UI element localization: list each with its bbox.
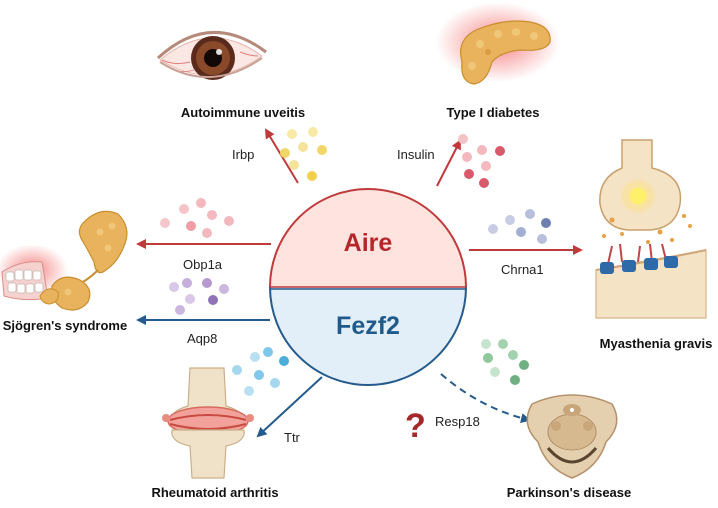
arrow-insulin — [436, 139, 461, 187]
antigen-label-chrna1: Chrna1 — [501, 262, 544, 277]
disease-label-parkinson: Parkinson's disease — [507, 485, 632, 500]
antigen-dots-irbp — [280, 127, 327, 181]
antigen-dots-insulin — [458, 134, 505, 188]
question-mark: ? — [405, 407, 426, 445]
antigen-label-insulin: Insulin — [397, 147, 435, 162]
center-circle: Aire Fezf2 — [269, 188, 467, 386]
arrow-resp18-dashed — [440, 373, 531, 423]
disease-label-myasthenia: Myasthenia gravis — [600, 336, 713, 351]
synapse-icon — [595, 139, 707, 319]
antigen-dots-chrna1 — [488, 209, 551, 244]
arrow-ttr — [256, 376, 323, 438]
arrows — [136, 128, 583, 438]
brainstem-icon — [526, 394, 618, 479]
antigen-label-irbp: Irbp — [232, 147, 254, 162]
gene-label-aire: Aire — [344, 229, 393, 257]
fezf2-half — [270, 287, 466, 385]
aire-half — [270, 189, 466, 287]
antigen-label-aqp8: Aqp8 — [187, 331, 217, 346]
disease-label-sjogren: Sjögren's syndrome — [3, 318, 127, 333]
antigen-label-obp1a: Obp1a — [183, 257, 223, 272]
disease-label-arthritis: Rheumatoid arthritis — [151, 485, 278, 500]
antigen-label-resp18: Resp18 — [435, 414, 480, 429]
gene-label-fezf2: Fezf2 — [336, 312, 400, 340]
fezf2-arc — [269, 286, 467, 386]
antigen-label-ttr: Ttr — [284, 430, 301, 445]
aire-arc — [269, 188, 467, 288]
pancreas-icon — [436, 2, 560, 85]
eye-icon — [156, 31, 267, 80]
knee-joint-icon — [162, 367, 254, 479]
disease-label-diabetes: Type I diabetes — [447, 105, 540, 120]
antigen-dots-obp1a — [160, 198, 234, 238]
antigen-dots-aqp8 — [169, 278, 229, 315]
antigen-dots-resp18 — [481, 339, 529, 385]
antigen-dots-ttr — [232, 347, 289, 396]
salivary-gland-icon — [0, 210, 128, 311]
disease-label-uveitis: Autoimmune uveitis — [181, 105, 305, 120]
